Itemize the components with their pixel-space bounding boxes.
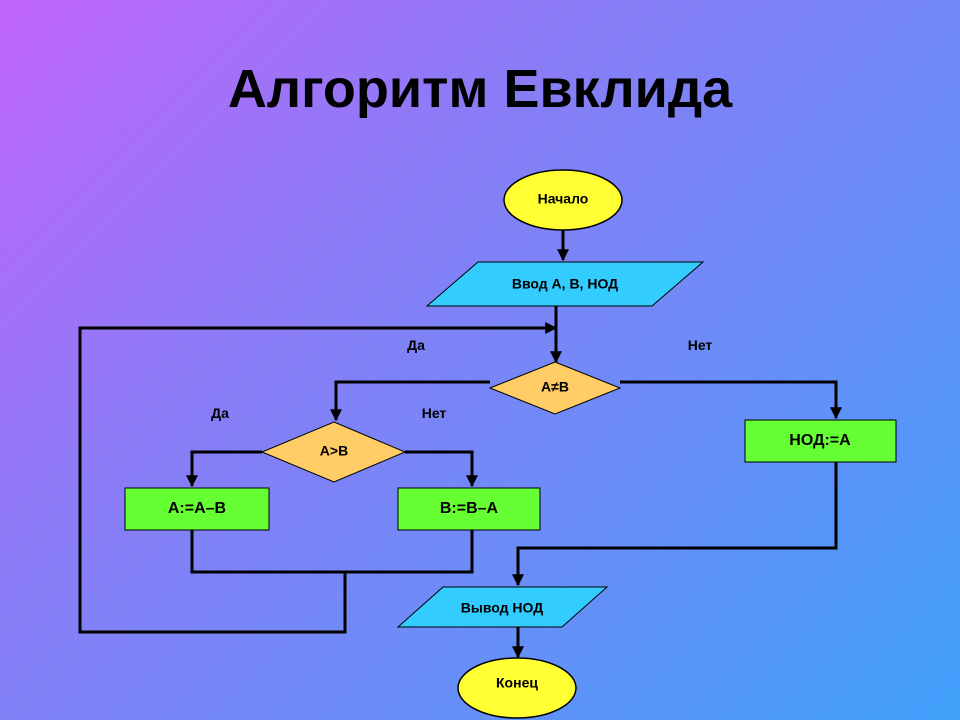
- connector-ne-no: [620, 380, 842, 420]
- branch-ne-no-label: Нет: [688, 337, 713, 353]
- assign-a-shape: [124, 487, 270, 531]
- input-label: Ввод A, B, НОД: [512, 276, 618, 292]
- assign-a-label: A:=A–B: [168, 500, 226, 517]
- decision-ne-shape: [488, 361, 622, 415]
- decision-gt-label: A>B: [320, 443, 348, 459]
- decision-ne-node: A≠B: [488, 361, 622, 415]
- end-node: Конец: [457, 657, 577, 719]
- gcd-node: НОД:=A: [744, 419, 897, 463]
- output-shape: [396, 586, 609, 628]
- gcd-label: НОД:=A: [789, 432, 851, 449]
- start-label: Начало: [538, 191, 589, 207]
- start-node: Начало: [503, 169, 623, 231]
- branch-gt-no-label: Нет: [422, 405, 447, 421]
- end-shape: [457, 657, 577, 719]
- output-label: Вывод НОД: [461, 600, 543, 616]
- input-node: Ввод A, B, НОД: [425, 261, 705, 307]
- assign-a-node: A:=A–B: [124, 487, 270, 531]
- decision-gt-node: A>B: [260, 421, 407, 483]
- connector-ne-yes: [330, 380, 490, 422]
- end-label: Конец: [496, 675, 538, 691]
- connector-assign-a-join: [190, 530, 474, 574]
- gcd-shape: [744, 419, 897, 463]
- assign-b-label: B:=B–A: [440, 500, 499, 517]
- output-node: Вывод НОД: [396, 586, 609, 628]
- assign-b-shape: [397, 487, 541, 531]
- decision-ne-label: A≠B: [541, 379, 569, 395]
- branch-gt-yes-label: Да: [211, 405, 229, 421]
- connectors: [78, 230, 842, 659]
- connector-gt-yes: [186, 450, 262, 488]
- assign-b-node: B:=B–A: [397, 487, 541, 531]
- input-shape: [425, 261, 705, 307]
- connector-gt-no: [405, 450, 478, 488]
- start-shape: [503, 169, 623, 231]
- connector-gcd-output: [512, 462, 838, 587]
- connector-loop-back: [78, 322, 558, 634]
- branch-ne-yes-label: Да: [407, 337, 425, 353]
- decision-gt-shape: [260, 421, 407, 483]
- page-title: Алгоритм Евклида: [227, 59, 733, 119]
